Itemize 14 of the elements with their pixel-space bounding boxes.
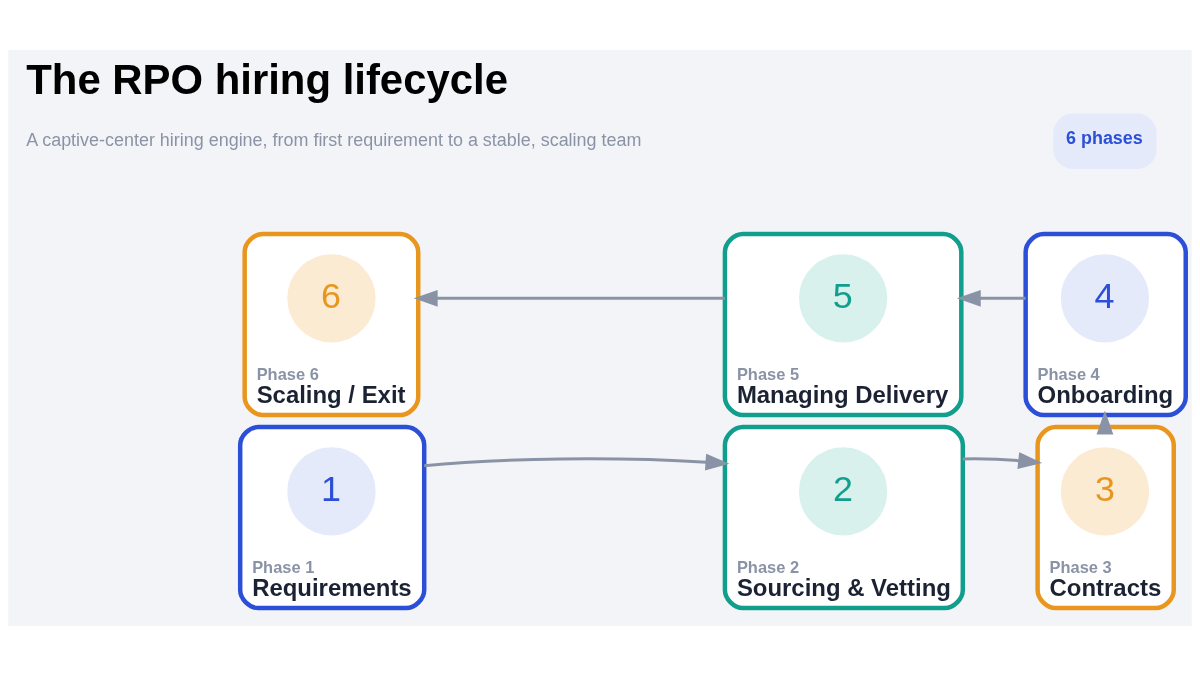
node-circle: 6	[287, 253, 376, 342]
label: 6 phases	[1066, 127, 1143, 148]
node-circle: 3	[1060, 446, 1150, 535]
node-circle: 4	[1060, 253, 1150, 342]
arrow	[956, 289, 1026, 307]
arrow	[424, 453, 730, 471]
caption: A captive-center hiring engine, from first requirement to a stable, scaling team	[26, 129, 642, 150]
diagram-title: The RPO hiring lifecycle	[26, 55, 508, 103]
arrow	[1096, 410, 1114, 434]
arrow	[962, 451, 1043, 469]
node-circle: 2	[799, 446, 888, 535]
node-circle: 1	[287, 446, 376, 535]
node-circle: 5	[799, 253, 888, 342]
arrow	[413, 289, 725, 307]
